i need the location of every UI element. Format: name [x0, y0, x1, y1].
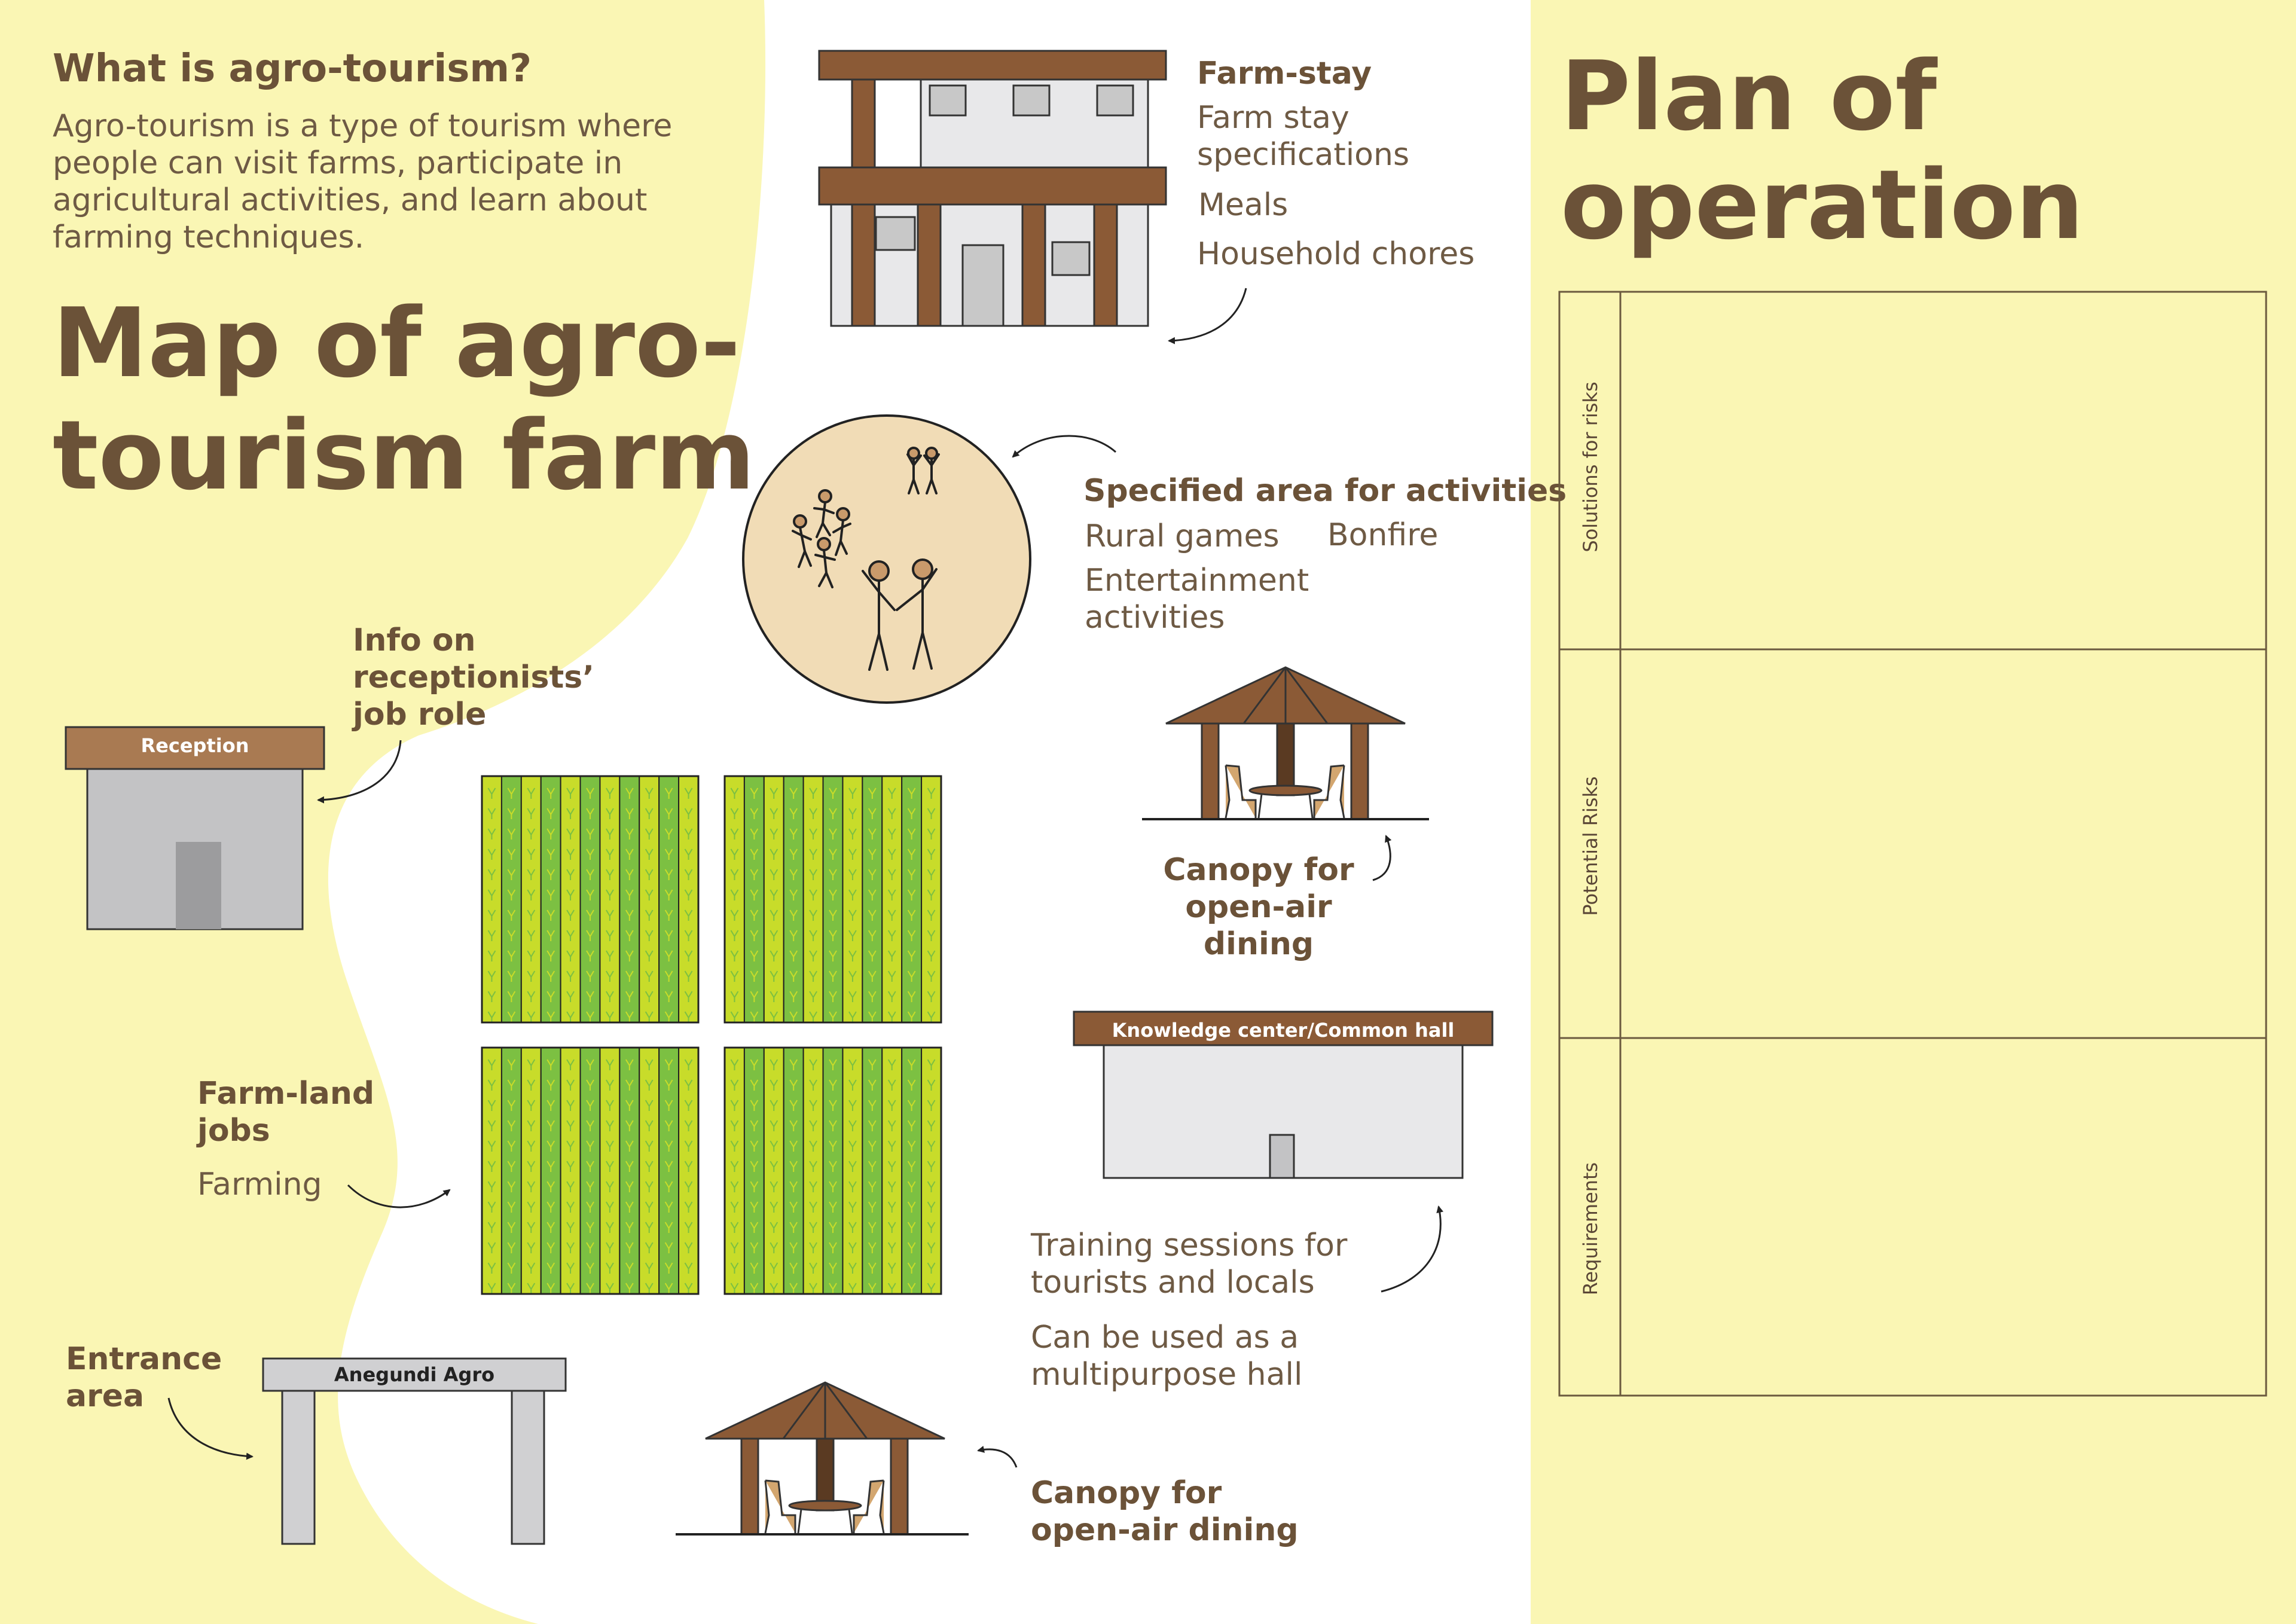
entrance-gate-icon: [262, 1357, 567, 1545]
crop-field: [481, 775, 700, 1024]
canopy-top-label: Canopy for open-air dining: [1163, 852, 1354, 962]
activity-area-icon: [742, 414, 1031, 704]
knowledge-center-icon: [1073, 1011, 1494, 1179]
farmstay-building-icon: [818, 50, 1167, 327]
farmland-item: Farming: [197, 1167, 322, 1202]
knowledge-center-sign: Knowledge center/Common hall: [1112, 1019, 1455, 1042]
crop-field: [481, 1046, 700, 1295]
right-yellow-panel: [1531, 0, 2296, 1624]
canopy-top-icon: [1142, 666, 1429, 820]
farmland-title: Farm-land jobs: [197, 1076, 375, 1149]
intro-heading: What is agro-tourism?: [53, 47, 532, 91]
activities-title: Specified area for activities: [1083, 473, 1567, 509]
farmstay-item-2: Meals: [1198, 187, 1289, 223]
canopy-bottom-icon: [676, 1381, 969, 1536]
activities-item-3: Entertainment activities: [1085, 563, 1309, 636]
canopy-bottom-label: Canopy for open-air dining: [1031, 1475, 1299, 1548]
crop-field: [723, 1046, 942, 1295]
farmstay-item-1: Farm stay specifications: [1197, 100, 1410, 173]
plan-row-requirements: Requirements: [1579, 1162, 1602, 1296]
entrance-sign: Anegundi Agro: [334, 1363, 495, 1386]
farmland-fields: [481, 775, 942, 1295]
plan-title: Plan of operation: [1561, 40, 2084, 261]
entrance-label: Entrance area: [66, 1341, 222, 1414]
activities-item-1: Rural games: [1085, 518, 1280, 554]
farmstay-item-3: Household chores: [1197, 236, 1475, 272]
knowledge-note-1: Training sessions for tourists and local…: [1031, 1228, 1348, 1301]
plan-table: [1558, 291, 2267, 1397]
activities-item-2: Bonfire: [1327, 517, 1439, 553]
left-yellow-wave: [0, 0, 766, 1624]
crop-field: [723, 775, 942, 1024]
reception-sign: Reception: [141, 734, 249, 757]
plan-row-solutions: Solutions for risks: [1579, 381, 1602, 552]
reception-building-icon: [65, 726, 325, 930]
reception-note: Info on receptionists’ job role: [353, 622, 594, 732]
intro-body: Agro-tourism is a type of tourism where …: [53, 108, 673, 255]
knowledge-note-2: Can be used as a multipurpose hall: [1031, 1320, 1303, 1393]
plan-row-risks: Potential Risks: [1579, 776, 1602, 916]
farmstay-title: Farm-stay: [1197, 56, 1372, 91]
map-title: Map of agro-tourism farm: [53, 287, 755, 511]
